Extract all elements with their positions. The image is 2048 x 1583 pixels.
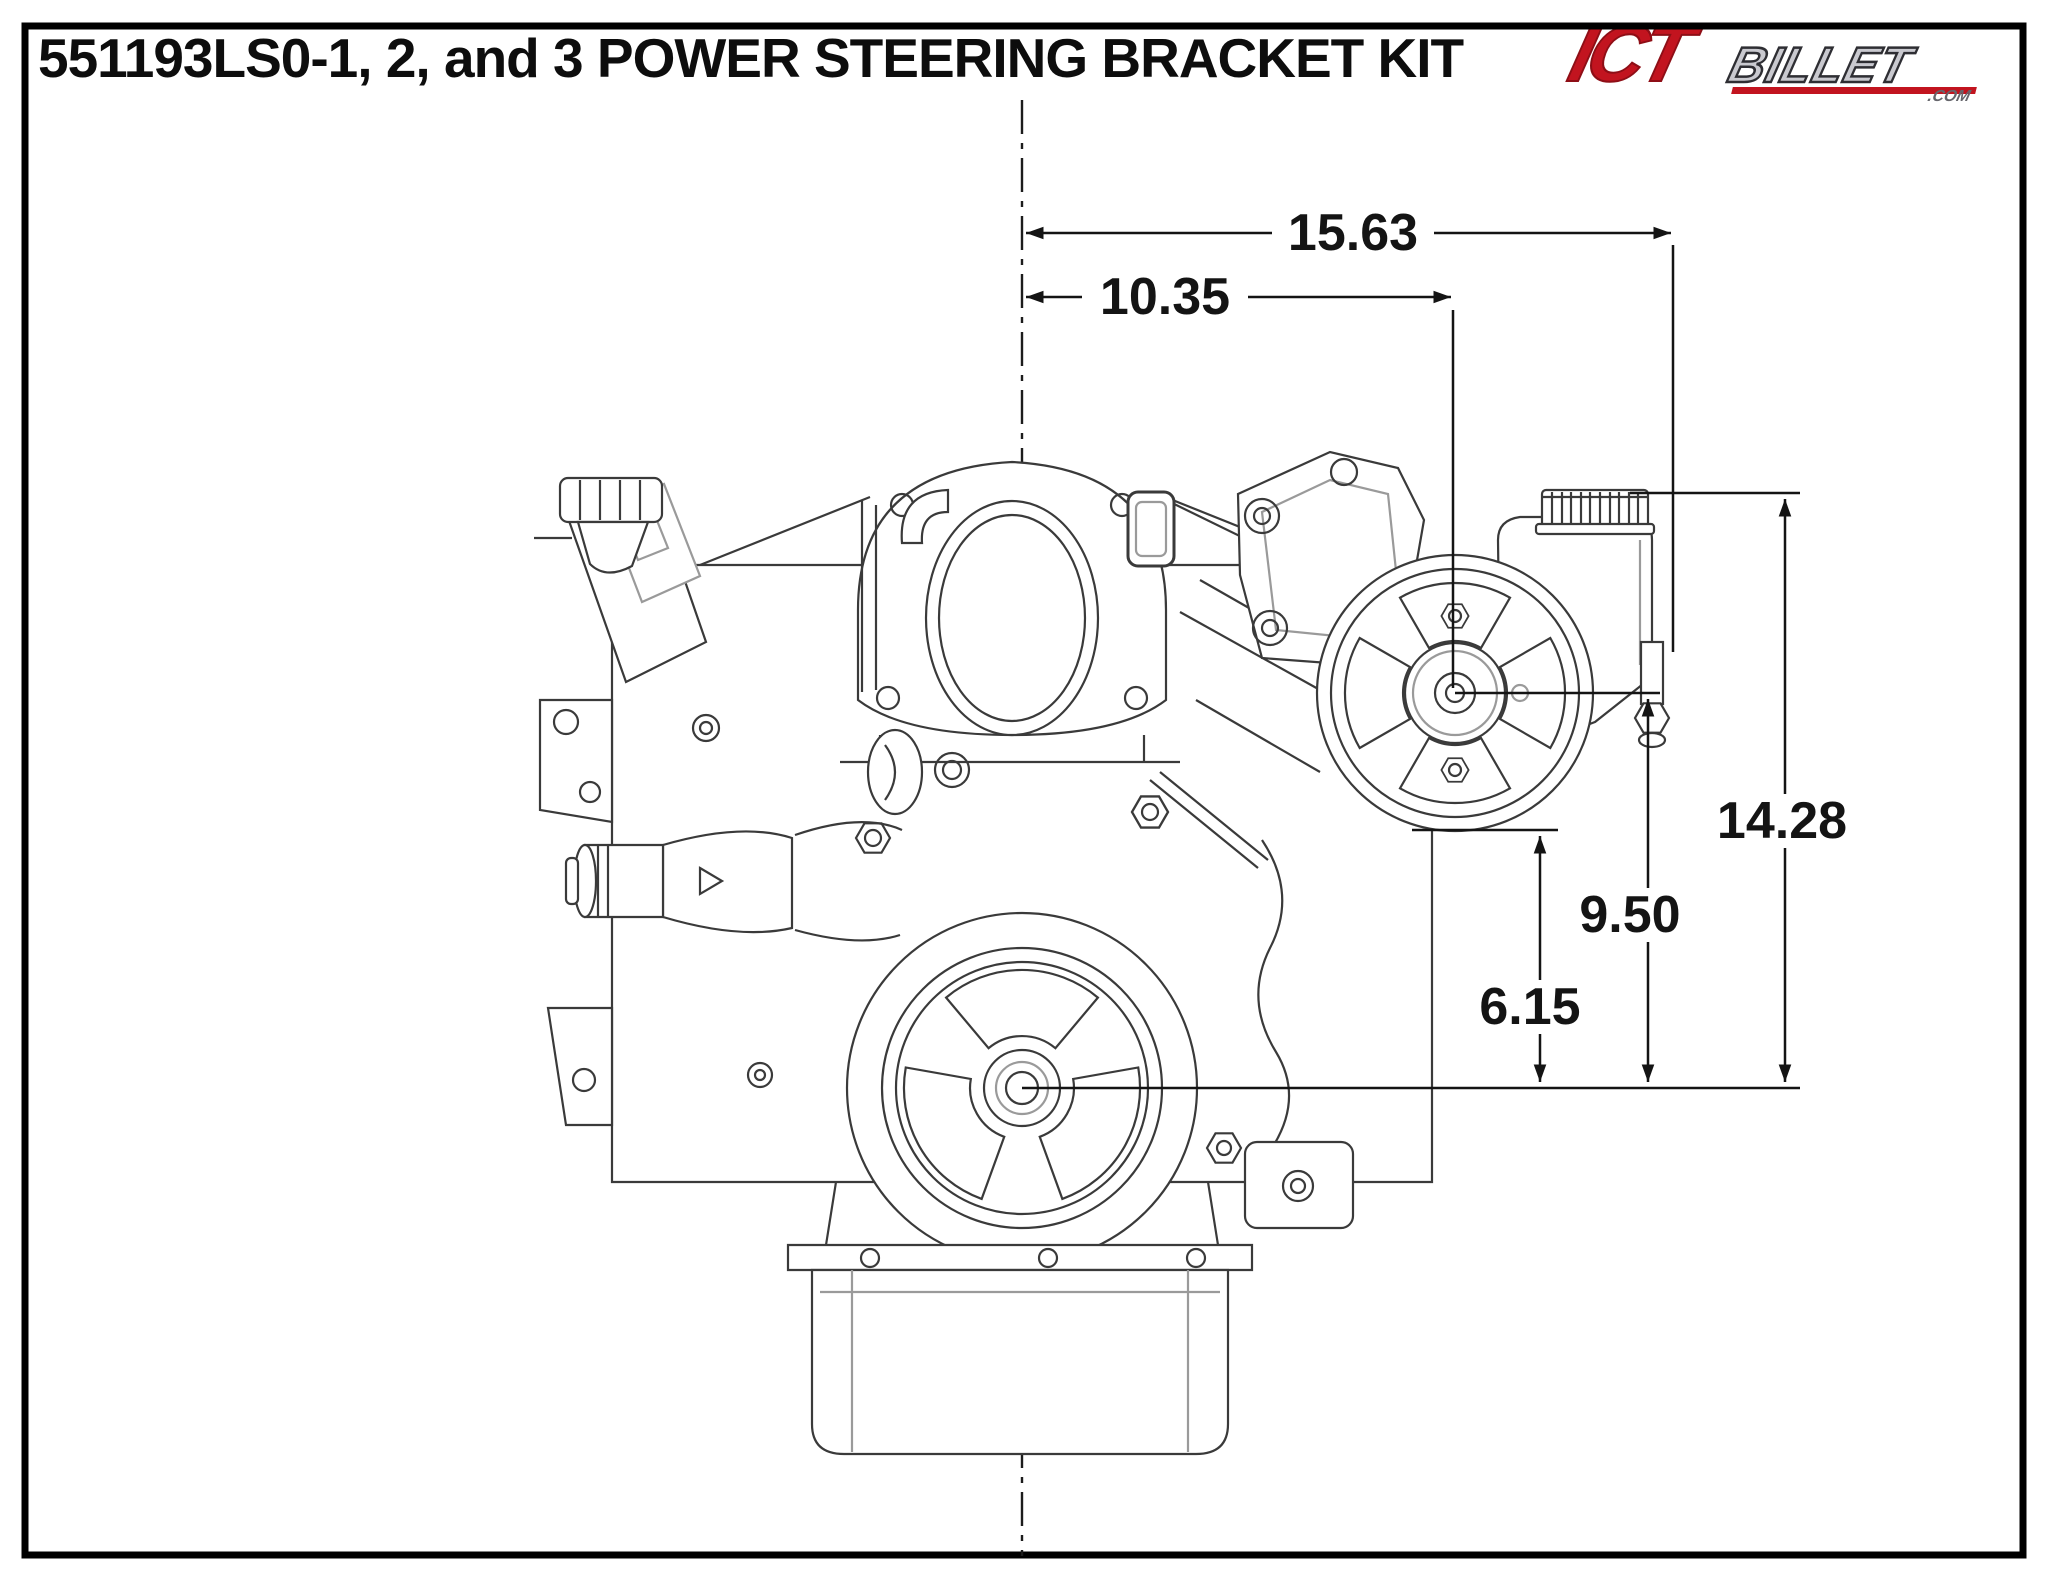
oil-pan bbox=[786, 1140, 1355, 1456]
reservoir-cap bbox=[1534, 488, 1656, 536]
thermostat-housing bbox=[564, 830, 794, 934]
dimension-label-pump-offset: 10.35 bbox=[1100, 268, 1230, 326]
water-pump bbox=[794, 728, 971, 942]
engine-block bbox=[538, 495, 1434, 1184]
throttle-body bbox=[840, 460, 1180, 764]
dimension-label-total-width: 15.63 bbox=[1288, 204, 1418, 262]
dimension-label-reservoir-height: 14.28 bbox=[1717, 792, 1847, 850]
border-frame bbox=[21, 22, 2027, 1559]
oil-fill-cap bbox=[534, 476, 664, 574]
dimension-labels: 15.63 10.35 14.28 9.50 6.15 bbox=[1082, 204, 1870, 1036]
dimension-label-bracket-bottom: 6.15 bbox=[1479, 978, 1580, 1036]
reservoir-fitting bbox=[1633, 640, 1671, 749]
page-title: 551193LS0-1, 2, and 3 POWER STEERING BRA… bbox=[38, 27, 1464, 89]
dimension-label-pump-height: 9.50 bbox=[1579, 886, 1680, 944]
